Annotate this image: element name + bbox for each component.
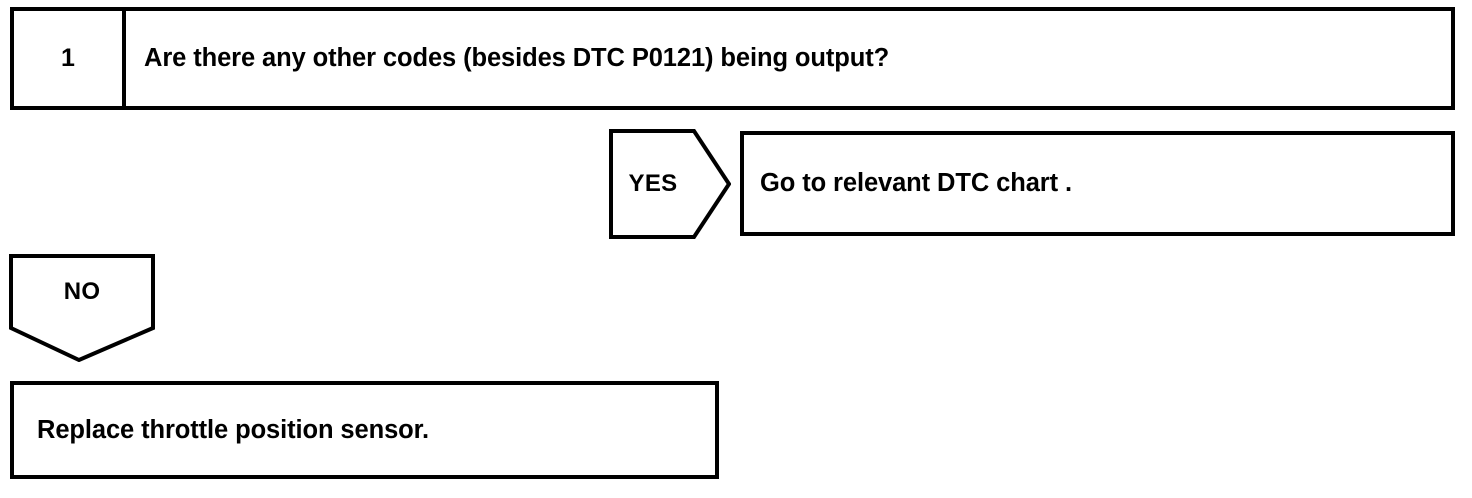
no-result-box: Replace throttle position sensor. [10, 381, 719, 479]
step-number-cell: 1 [14, 11, 126, 106]
yes-result-box: Go to relevant DTC chart . [740, 131, 1455, 236]
step-question-text: Are there any other codes (besides DTC P… [144, 44, 890, 72]
pentagon-down-icon [9, 254, 155, 362]
yes-branch-label: YES [628, 170, 678, 197]
yes-branch-shape: YES [609, 129, 731, 239]
no-branch-label: NO [63, 278, 101, 305]
step-row: 1 Are there any other codes (besides DTC… [10, 7, 1455, 110]
step-question-cell: Are there any other codes (besides DTC P… [126, 11, 1451, 106]
no-branch-shape: NO [9, 254, 155, 362]
step-number-text: 1 [60, 44, 76, 72]
no-result-text: Replace throttle position sensor. [37, 415, 430, 444]
yes-result-text: Go to relevant DTC chart . [760, 169, 1072, 197]
pentagon-right-icon [609, 129, 731, 239]
